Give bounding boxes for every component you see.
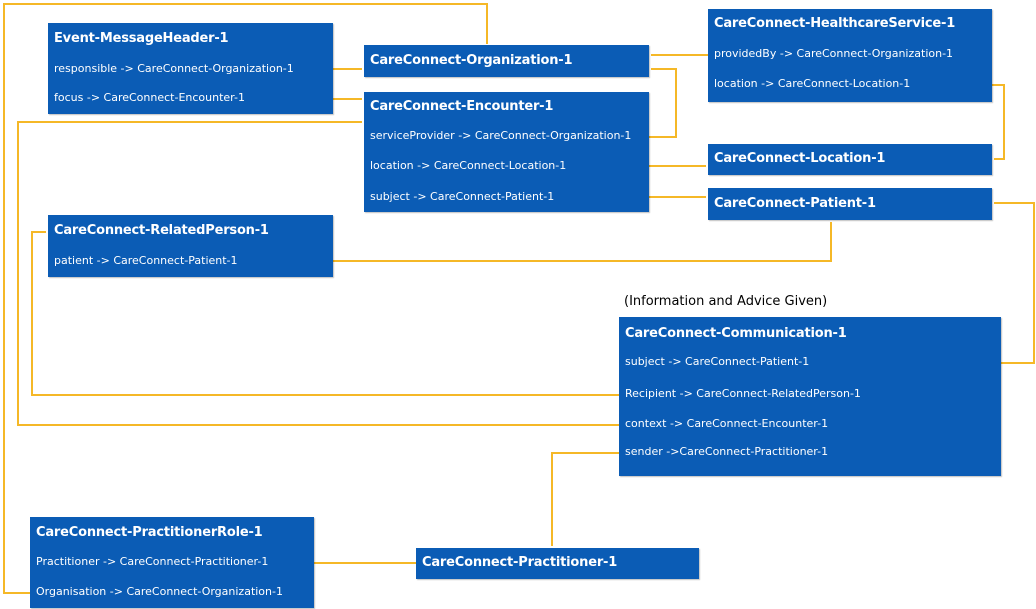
box-field: subject -> CareConnect-Patient-1 xyxy=(625,355,810,368)
location-box: CareConnect-Location-1 xyxy=(708,144,992,175)
box-field: focus -> CareConnect-Encounter-1 xyxy=(54,91,245,104)
box-field: serviceProvider -> CareConnect-Organizat… xyxy=(370,129,632,142)
healthcare-service-box: CareConnect-HealthcareService-1 provided… xyxy=(708,9,992,102)
box-field: context -> CareConnect-Encounter-1 xyxy=(625,417,829,430)
related-person-box: CareConnect-RelatedPerson-1 patient -> C… xyxy=(48,215,333,277)
communication-box: CareConnect-Communication-1 subject -> C… xyxy=(619,317,1001,476)
practitioner-box: CareConnect-Practitioner-1 xyxy=(416,548,699,579)
box-title: CareConnect-Encounter-1 xyxy=(370,99,554,114)
patient-box: CareConnect-Patient-1 xyxy=(708,188,992,220)
communication-caption: (Information and Advice Given) xyxy=(624,294,828,309)
box-field: Organisation -> CareConnect-Organization… xyxy=(36,585,283,598)
box-field: patient -> CareConnect-Patient-1 xyxy=(54,254,238,267)
box-title: CareConnect-Organization-1 xyxy=(370,53,573,68)
box-field: responsible -> CareConnect-Organization-… xyxy=(54,62,294,75)
organization-box: CareConnect-Organization-1 xyxy=(364,45,649,77)
box-field: location -> CareConnect-Location-1 xyxy=(714,77,911,90)
box-title: CareConnect-PractitionerRole-1 xyxy=(36,525,263,540)
message-header-box: Event-MessageHeader-1 responsible -> Car… xyxy=(48,23,333,114)
box-title: CareConnect-Communication-1 xyxy=(625,326,847,341)
connector-comm-sender-practitioner xyxy=(551,452,620,546)
connector-relatedperson-patient xyxy=(272,222,832,262)
box-title: Event-MessageHeader-1 xyxy=(54,31,229,46)
box-field: sender ->CareConnect-Practitioner-1 xyxy=(625,445,829,458)
box-title: CareConnect-Patient-1 xyxy=(714,196,876,211)
box-field: providedBy -> CareConnect-Organization-1 xyxy=(714,47,954,60)
box-title: CareConnect-HealthcareService-1 xyxy=(714,16,956,31)
box-title: CareConnect-Location-1 xyxy=(714,151,886,166)
box-field: Practitioner -> CareConnect-Practitioner… xyxy=(36,555,269,568)
practitioner-role-box: CareConnect-PractitionerRole-1 Practitio… xyxy=(30,517,314,608)
box-field: Recipient -> CareConnect-RelatedPerson-1 xyxy=(625,387,861,400)
encounter-box: CareConnect-Encounter-1 serviceProvider … xyxy=(364,92,649,212)
box-field: location -> CareConnect-Location-1 xyxy=(370,159,567,172)
box-field: subject -> CareConnect-Patient-1 xyxy=(370,190,555,203)
box-title: CareConnect-Practitioner-1 xyxy=(422,555,618,570)
box-title: CareConnect-RelatedPerson-1 xyxy=(54,223,269,238)
